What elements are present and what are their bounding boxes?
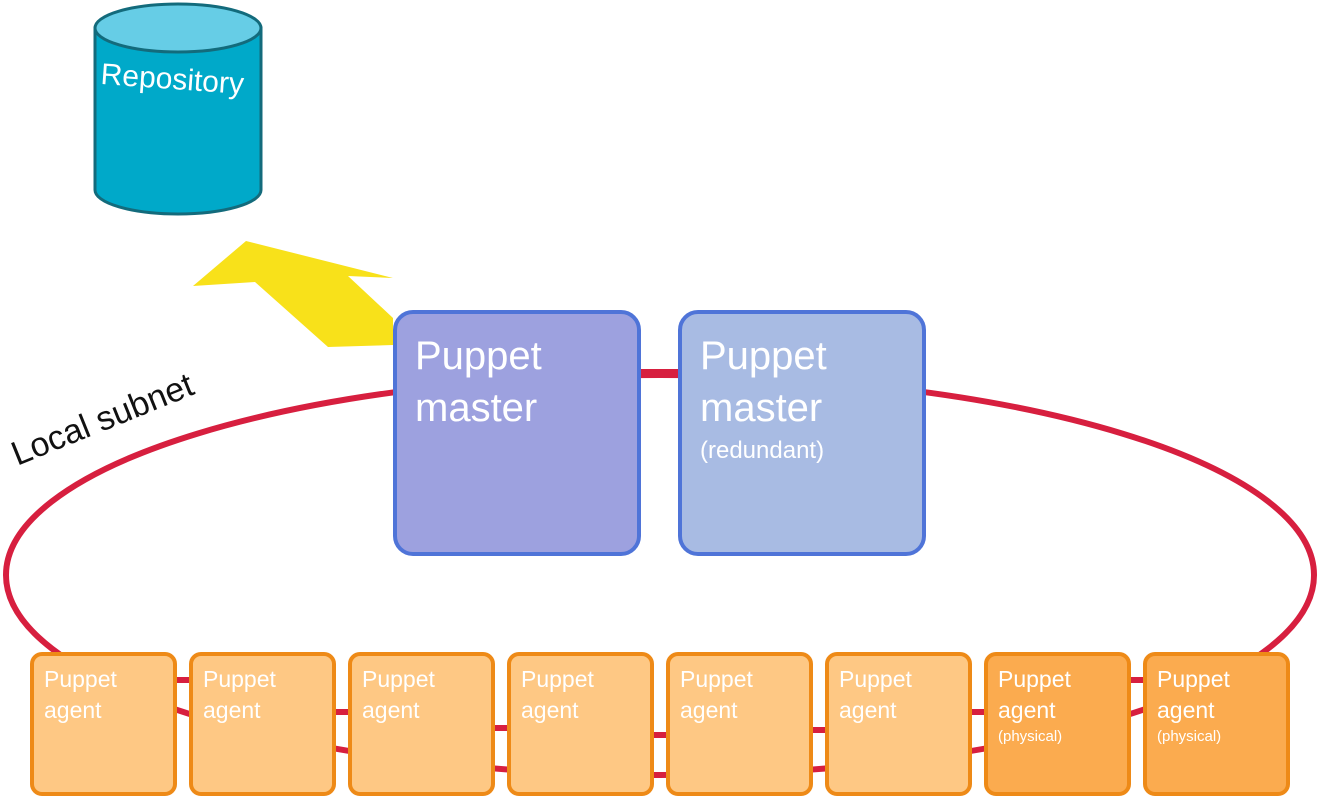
- repository-icon: [93, 2, 263, 216]
- master-title-line2: master: [700, 386, 823, 430]
- agent-note: (physical): [998, 728, 1063, 745]
- master-note: (redundant): [700, 437, 825, 464]
- agent-title-line1: Puppet: [998, 666, 1071, 692]
- agent-title-line1: Puppet: [680, 666, 753, 692]
- puppet-agent-node: Puppet agent: [348, 652, 495, 796]
- master-title-line1: Puppet: [700, 334, 827, 378]
- agent-title-line2: agent: [203, 697, 261, 723]
- agent-title-line2: agent: [362, 697, 420, 723]
- master-title-line2: master: [415, 386, 538, 430]
- agent-title-line1: Puppet: [203, 666, 276, 692]
- puppet-master-node: Puppet master: [393, 310, 641, 556]
- agent-title-line1: Puppet: [44, 666, 117, 692]
- repository-top: [93, 2, 263, 54]
- agent-title-line1: Puppet: [839, 666, 912, 692]
- agent-title-line2: agent: [998, 697, 1056, 723]
- master-title-line1: Puppet: [415, 334, 542, 378]
- agent-title-line1: Puppet: [521, 666, 594, 692]
- agent-title-line1: Puppet: [362, 666, 435, 692]
- agent-title-line2: agent: [680, 697, 738, 723]
- agent-title-line2: agent: [521, 697, 579, 723]
- puppet-agent-node: Puppet agent: [666, 652, 813, 796]
- agent-title-line2: agent: [1157, 697, 1215, 723]
- puppet-agent-node: Puppet agent: [825, 652, 972, 796]
- agent-title-line2: agent: [839, 697, 897, 723]
- puppet-agent-physical-node: Puppet agent (physical): [984, 652, 1131, 796]
- puppet-master-redundant-node: Puppet master (redundant): [678, 310, 926, 556]
- agent-title-line2: agent: [44, 697, 102, 723]
- puppet-agent-node: Puppet agent: [189, 652, 336, 796]
- puppet-agent-physical-node: Puppet agent (physical): [1143, 652, 1290, 796]
- sync-arrow: [193, 241, 393, 347]
- puppet-agent-node: Puppet agent: [507, 652, 654, 796]
- puppet-agent-node: Puppet agent: [30, 652, 177, 796]
- agent-title-line1: Puppet: [1157, 666, 1230, 692]
- agent-note: (physical): [1157, 728, 1222, 745]
- repository-body: [93, 26, 263, 216]
